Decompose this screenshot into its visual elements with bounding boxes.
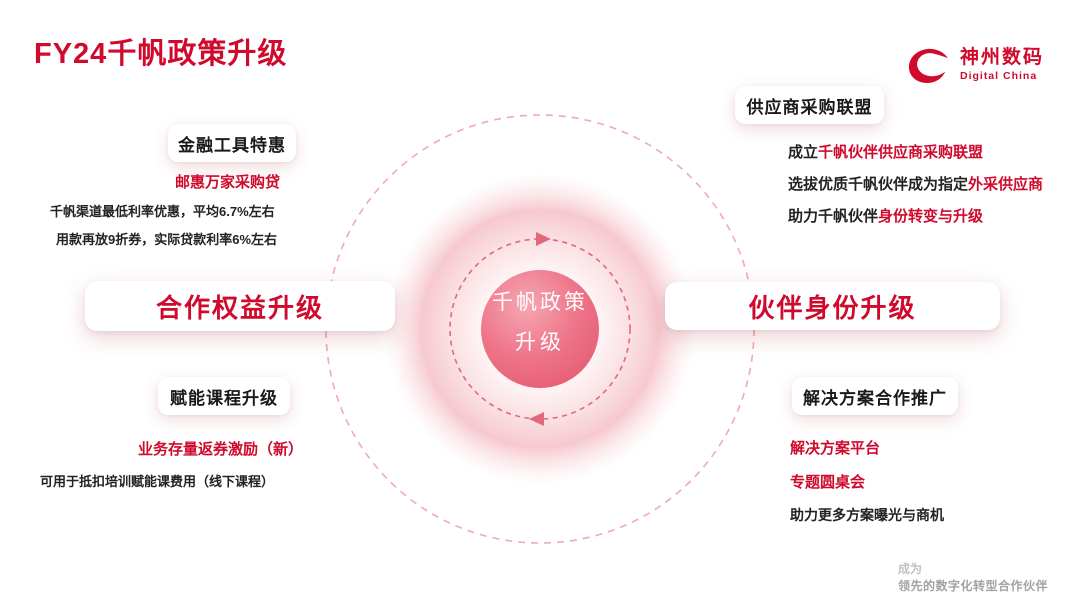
page-title: FY24千帆政策升级: [34, 38, 288, 70]
digital-china-logo-icon: [908, 48, 948, 84]
logo-company-name: 神州数码: [959, 46, 1044, 68]
financial-line-1: 千帆渠道最低利率优惠，平均6.7%左右: [50, 204, 275, 219]
supplier-line-3: 助力千帆伙伴身份转变与升级: [788, 208, 984, 225]
inner-dashed-circle: [449, 238, 631, 420]
solution-highlight-2: 专题圆桌会: [790, 474, 866, 491]
logo-text: 神州数码 Digital China: [959, 46, 1044, 83]
card-solution-promotion: 解决方案合作推广: [792, 377, 958, 415]
card-cooperation-rights-upgrade: 合作权益升级: [85, 281, 395, 331]
center-cycle-diagram: [325, 114, 755, 544]
center-circle: [481, 270, 599, 388]
digital-china-logo: 神州数码 Digital China: [906, 46, 1044, 84]
solution-highlight-1: 解决方案平台: [790, 440, 881, 457]
center-label: 千帆政策 升级: [470, 292, 610, 354]
card-partner-identity-upgrade: 伙伴身份升级: [665, 282, 1000, 330]
cycle-arrow-bottom-icon: [529, 412, 544, 426]
footer-line-1: 成为: [898, 562, 923, 576]
supplier-line-1: 成立千帆伙伴供应商采购联盟: [788, 144, 984, 161]
card-enablement-courses: 赋能课程升级: [158, 377, 290, 415]
courses-highlight: 业务存量返券激励（新）: [138, 441, 304, 458]
card-financial-tools: 金融工具特惠: [168, 124, 296, 162]
card-supplier-alliance: 供应商采购联盟: [735, 86, 884, 124]
financial-highlight: 邮惠万家采购贷: [175, 174, 281, 191]
supplier-line-2: 选拔优质千帆伙伴成为指定外采供应商: [788, 176, 1044, 193]
footer-line-2: 领先的数字化转型合作伙伴: [898, 579, 1049, 594]
cycle-arrow-top-icon: [536, 232, 551, 246]
footer: 成为 领先的数字化转型合作伙伴: [898, 562, 1048, 594]
center-label-line2: 升级: [515, 331, 565, 354]
courses-line: 可用于抵扣培训赋能课费用（线下课程）: [40, 474, 275, 489]
financial-line-2: 用款再放9折券，实际贷款利率6%左右: [56, 232, 278, 247]
solution-line: 助力更多方案曝光与商机: [790, 507, 944, 523]
center-label-line1: 千帆政策: [492, 291, 588, 314]
logo-company-subtitle: Digital China: [959, 70, 1038, 83]
